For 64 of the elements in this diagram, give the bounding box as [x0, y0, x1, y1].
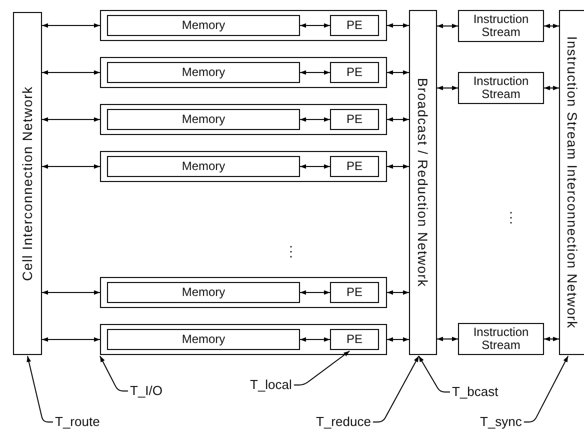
pe-box: PE: [330, 156, 379, 177]
memory-box: Memory: [107, 156, 300, 177]
timing-label: T_reduce: [316, 414, 371, 430]
arrow: [300, 23, 330, 28]
timing-label: T_route: [55, 414, 100, 430]
leader-line: [418, 356, 450, 392]
network-bar: [409, 10, 437, 355]
network-label: Broadcast / Reduction Network: [416, 78, 430, 288]
timing-label: T_I/O: [130, 383, 163, 399]
arrow: [436, 86, 458, 90]
network-bar: [559, 10, 584, 355]
pe-box: PE: [330, 15, 379, 36]
arrow: [42, 290, 100, 295]
memory-box: Memory: [107, 109, 300, 130]
arrow: [42, 117, 100, 122]
arrow: [42, 337, 100, 342]
arrow: [300, 337, 330, 342]
arrow: [386, 70, 410, 75]
arrow: [386, 117, 410, 122]
cell-box: [100, 151, 387, 182]
arrow: [386, 290, 410, 295]
pe-box: PE: [330, 282, 379, 303]
timing-label: T_bcast: [452, 384, 498, 400]
memory-box: Memory: [107, 62, 300, 83]
instruction-stream-box: Instruction Stream: [458, 10, 544, 42]
instruction-stream-box: Instruction Stream: [458, 72, 544, 104]
leader-line: [100, 356, 128, 392]
arrow: [42, 164, 100, 169]
cell-box: [100, 324, 387, 355]
leader-line: [523, 356, 569, 422]
cell-box: [100, 57, 387, 88]
instruction-stream-box: Instruction Stream: [458, 323, 544, 355]
cell-box: [100, 10, 387, 41]
memory-box: Memory: [107, 15, 300, 36]
arrow: [544, 86, 560, 90]
memory-box: Memory: [107, 282, 300, 303]
cell-box: [100, 104, 387, 135]
leader-line: [293, 350, 350, 386]
arrow: [544, 24, 560, 28]
arrow: [436, 336, 458, 342]
ellipsis-mark: ⋮: [504, 210, 518, 224]
leader-line: [372, 356, 420, 422]
timing-label: T_sync: [480, 414, 522, 430]
memory-box: Memory: [107, 329, 300, 350]
arrow: [42, 23, 100, 28]
cell-box: [100, 277, 387, 308]
pe-box: PE: [330, 109, 379, 130]
arrow: [300, 290, 330, 295]
timing-label: T_local: [250, 377, 292, 393]
arrow: [300, 70, 330, 75]
arrow: [300, 117, 330, 122]
pe-box: PE: [330, 329, 379, 350]
arrow: [42, 70, 100, 75]
arrow: [386, 164, 410, 169]
network-label: Cell Interconnection Network: [20, 86, 35, 281]
arrow: [386, 23, 410, 28]
arrow: [544, 336, 560, 342]
network-label: Instruction Stream Interconnection Network: [565, 36, 580, 329]
network-bar: [13, 12, 42, 355]
ellipsis-mark: ⋮: [284, 244, 298, 258]
arrow: [436, 24, 458, 28]
arrow: [386, 337, 410, 342]
pe-box: PE: [330, 62, 379, 83]
arrow: [300, 164, 330, 169]
